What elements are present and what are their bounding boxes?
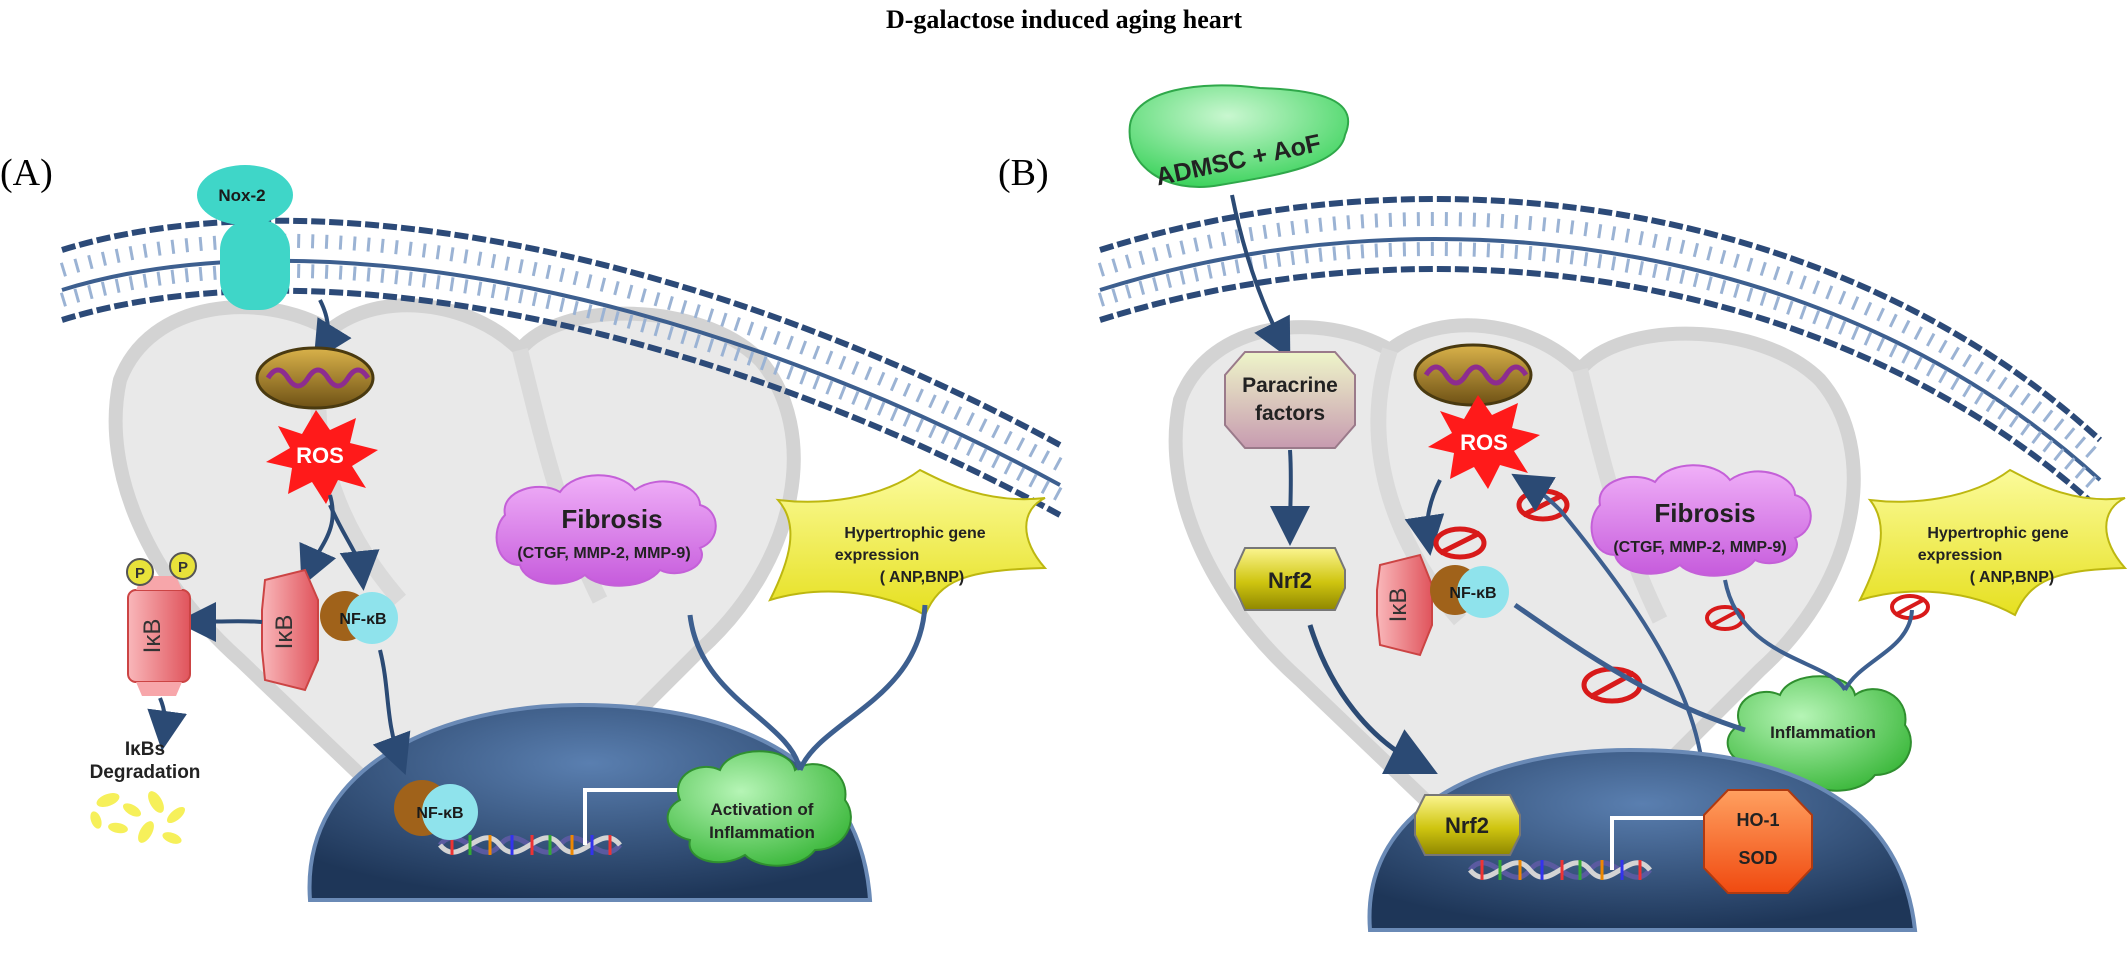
phospho-ikb: IκB P P bbox=[126, 552, 197, 696]
connector-nfkb-inflammation-b bbox=[1513, 602, 1746, 733]
arrow-nox2-mito bbox=[313, 299, 352, 362]
ho1-label: HO-1 bbox=[1736, 810, 1779, 830]
nfkb-nucleus-label: NF-κB bbox=[416, 805, 463, 822]
connector-inflammation-hypertrophic-a bbox=[797, 604, 928, 771]
arrow-nrf2-nucleus bbox=[1307, 624, 1438, 774]
ros-burst-a: ROS bbox=[266, 410, 378, 504]
panel-a: (A) Nox-2 ROS bbox=[0, 152, 1064, 902]
ros-label-b: ROS bbox=[1460, 430, 1508, 455]
connector-inflammation-fibrosis-a bbox=[687, 614, 803, 771]
inflammation-line2-a: Inflammation bbox=[709, 823, 815, 842]
hypertrophic-banner-b: Hypertrophic gene expression ( ANP,BNP) bbox=[1858, 468, 2128, 617]
arrow-admsc-paracrine bbox=[1230, 194, 1291, 360]
paracrine-line2: factors bbox=[1255, 402, 1325, 425]
figure-title: D-galactose induced aging heart bbox=[886, 5, 1242, 34]
nfkb-label-b: NF-κB bbox=[1449, 585, 1496, 602]
hypertrophic-line1-a: Hypertrophic gene bbox=[844, 525, 985, 542]
nfkb-nucleus-complex: NF-κB bbox=[394, 780, 478, 840]
sod-label: SOD bbox=[1738, 848, 1777, 868]
arrow-ros-nfkb-a bbox=[328, 504, 380, 591]
ikb-nfkb-complex-a: IκB NF-κB bbox=[261, 568, 398, 692]
fibrosis-markers-b: (CTGF, MMP-2, MMP-9) bbox=[1613, 539, 1786, 556]
cell-membrane-a bbox=[59, 217, 1064, 518]
inflammation-line1-a: Activation of bbox=[711, 800, 814, 819]
arrow-paracrine-nrf2 bbox=[1270, 449, 1311, 546]
panel-a-label: (A) bbox=[0, 152, 53, 194]
nox2-protein: Nox-2 bbox=[197, 165, 293, 310]
nrf2-nucleus-label: Nrf2 bbox=[1445, 813, 1489, 838]
arrow-ikb-degradation bbox=[147, 697, 187, 751]
ros-burst-b: ROS bbox=[1428, 395, 1540, 489]
phospho-1: P bbox=[135, 565, 145, 582]
inhibit-symbol-ros-ikb bbox=[1433, 526, 1487, 560]
arrow-complex-to-free-ikb bbox=[176, 601, 263, 642]
hypertrophic-line2-b: expression bbox=[1918, 547, 2002, 564]
ikbs-degradation-line1: IκBs bbox=[125, 739, 165, 760]
dna-helix-b bbox=[1468, 816, 1710, 880]
fibrosis-label-b: Fibrosis bbox=[1654, 498, 1755, 528]
nrf2-cytoplasm-label: Nrf2 bbox=[1268, 568, 1312, 593]
degradation-fragments bbox=[90, 791, 186, 844]
nrf2-nucleus: Nrf2 bbox=[1414, 794, 1521, 856]
nfkb-label-a: NF-κB bbox=[339, 611, 386, 628]
inflammation-activation-a: Activation of Inflammation bbox=[666, 750, 852, 867]
ikb-nfkb-complex-b: IκB NF-κB bbox=[1376, 553, 1509, 657]
cell-membrane-b bbox=[1097, 196, 2105, 513]
nrf2-cytoplasm: Nrf2 bbox=[1234, 547, 1346, 611]
paracrine-factors: Paracrine factors bbox=[1224, 351, 1356, 449]
ikbs-degradation-line2: Degradation bbox=[90, 762, 201, 783]
hypertrophic-line3-b: ( ANP,BNP) bbox=[1970, 569, 2054, 586]
admsc-aof-blob: ADMSC + AoF bbox=[1128, 84, 1350, 191]
hypertrophic-banner-a: Hypertrophic gene expression ( ANP,BNP) bbox=[768, 468, 1048, 617]
panel-b: (B) ADMSC + AoF Paracrine factors Nrf2 bbox=[998, 84, 2128, 932]
connector-ho1-ros bbox=[1511, 473, 1707, 791]
fibrosis-markers-a: (CTGF, MMP-2, MMP-9) bbox=[517, 545, 690, 562]
ikb-free-label: IκB bbox=[139, 619, 166, 654]
panel-b-label: (B) bbox=[998, 152, 1049, 194]
arrow-ros-complex-b bbox=[1404, 479, 1445, 556]
ikb-complex-label-a: IκB bbox=[271, 615, 298, 650]
mitochondrion-a bbox=[255, 346, 375, 410]
inflammation-label-b: Inflammation bbox=[1770, 723, 1876, 742]
ikb-label-b: IκB bbox=[1385, 588, 1412, 623]
hypertrophic-line2-a: expression bbox=[835, 547, 919, 564]
paracrine-line1: Paracrine bbox=[1242, 374, 1338, 397]
phospho-2: P bbox=[178, 559, 188, 576]
mitochondrion-b bbox=[1413, 343, 1533, 407]
fibrosis-cloud-b: Fibrosis (CTGF, MMP-2, MMP-9) bbox=[1590, 464, 1812, 577]
fibrosis-cloud-a: Fibrosis (CTGF, MMP-2, MMP-9) bbox=[495, 474, 717, 587]
ros-label-a: ROS bbox=[296, 443, 344, 468]
connector-inflammation-hypertrophic-b bbox=[1843, 609, 1914, 691]
hypertrophic-line3-a: ( ANP,BNP) bbox=[880, 569, 964, 586]
arrow-nfkb-nucleus-a bbox=[372, 649, 411, 775]
fibrosis-label-a: Fibrosis bbox=[561, 504, 662, 534]
dna-helix-a bbox=[438, 788, 680, 855]
hypertrophic-line1-b: Hypertrophic gene bbox=[1927, 525, 2068, 542]
connector-inflammation-fibrosis-b bbox=[1723, 579, 1847, 692]
nox2-label: Nox-2 bbox=[218, 186, 265, 205]
ho1-sod-box: HO-1 SOD bbox=[1703, 789, 1813, 894]
